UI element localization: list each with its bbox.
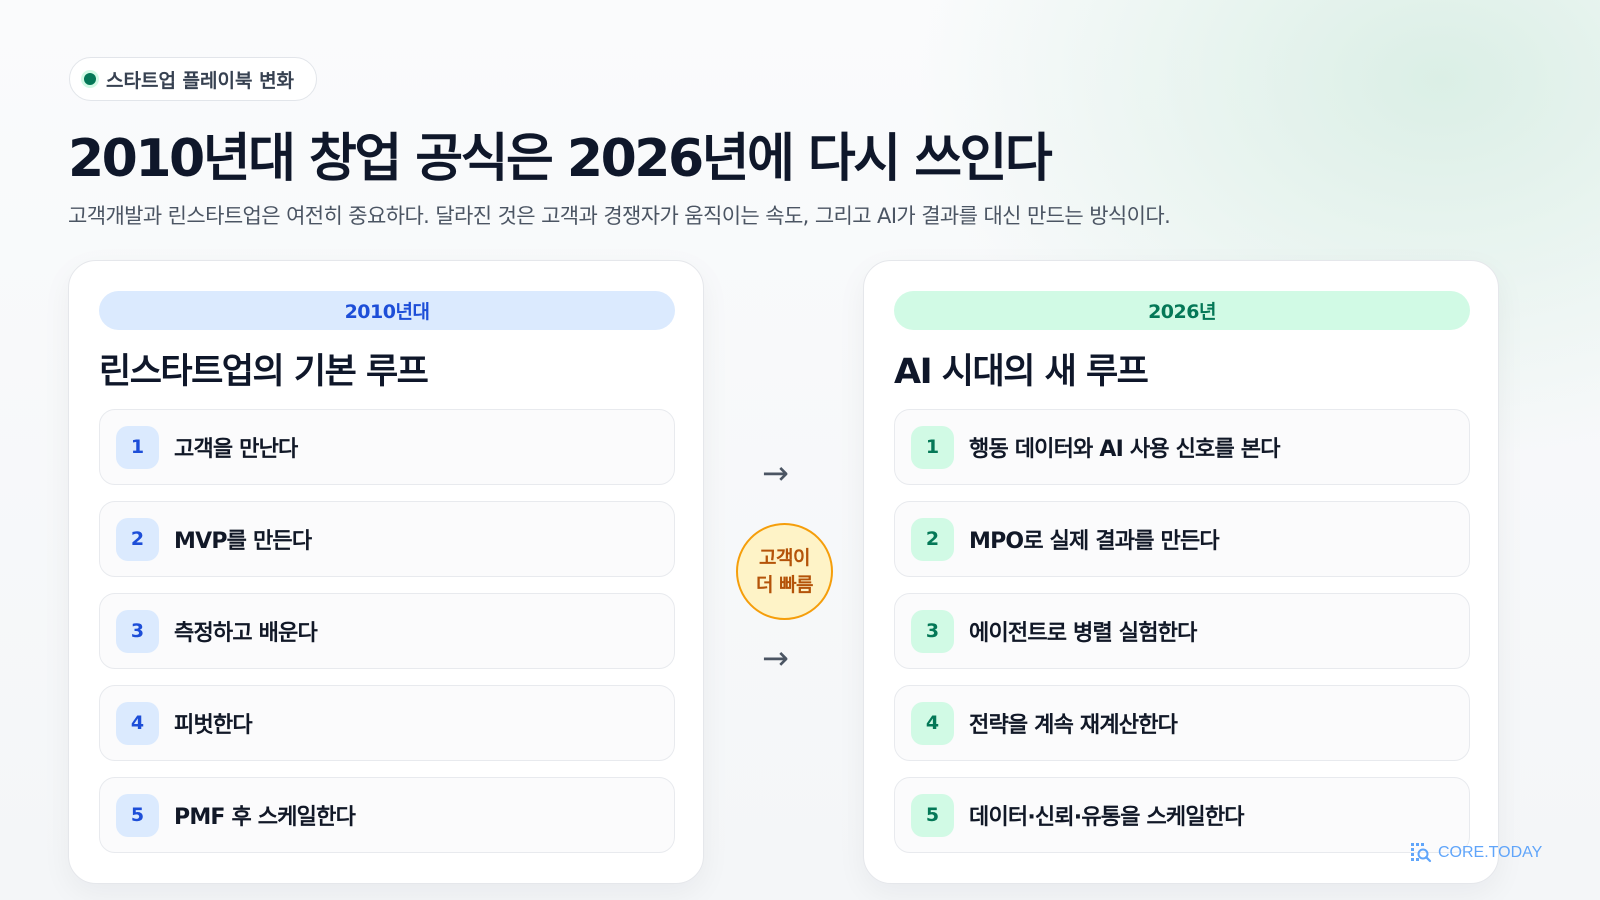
step-label: MPO로 실제 결과를 만든다	[969, 529, 1220, 554]
arrow-right-icon: →	[762, 639, 789, 677]
era-pill-2010s: 2010년대	[99, 291, 675, 330]
step-number: 5	[911, 793, 954, 837]
page-title: 2010년대 창업 공식은 2026년에 다시 쓰인다	[68, 129, 1053, 189]
page-subtitle: 고객개발과 린스타트업은 여전히 중요하다. 달라진 것은 고객과 경쟁자가 움…	[68, 204, 1171, 228]
step-number: 3	[911, 609, 954, 653]
step-item: 1 행동 데이터와 AI 사용 신호를 본다	[894, 409, 1470, 485]
card-title-ai-loop: AI 시대의 새 루프	[894, 352, 1149, 392]
category-badge: 스타트업 플레이북 변화	[69, 57, 317, 101]
step-label: 피벗한다	[174, 713, 253, 738]
step-label: MVP를 만든다	[174, 529, 312, 554]
faster-customer-circle: 고객이 더 빠름	[736, 523, 833, 620]
step-item: 2 MPO로 실제 결과를 만든다	[894, 501, 1470, 577]
grid-magnifier-icon	[1411, 843, 1432, 863]
step-item: 1 고객을 만난다	[99, 409, 675, 485]
category-badge-label: 스타트업 플레이북 변화	[106, 69, 295, 92]
step-number: 2	[116, 517, 159, 561]
era-pill-2026: 2026년	[894, 291, 1470, 330]
step-item: 5 데이터·신뢰·유통을 스케일한다	[894, 777, 1470, 853]
step-label: 행동 데이터와 AI 사용 신호를 본다	[969, 437, 1280, 462]
step-list-2010s: 1 고객을 만난다 2 MVP를 만든다 3 측정하고 배운다 4 피벗한다 5…	[99, 409, 675, 869]
step-label: 고객을 만난다	[174, 437, 298, 462]
step-number: 1	[116, 425, 159, 469]
core-today-logo: CORE.TODAY	[1410, 842, 1542, 864]
step-number: 1	[911, 425, 954, 469]
step-label: 에이전트로 병렬 실험한다	[969, 621, 1197, 646]
step-item: 2 MVP를 만든다	[99, 501, 675, 577]
step-number: 5	[116, 793, 159, 837]
step-label: 전략을 계속 재계산한다	[969, 713, 1178, 738]
card-2026: 2026년 AI 시대의 새 루프 1 행동 데이터와 AI 사용 신호를 본다…	[863, 260, 1499, 884]
step-number: 4	[116, 701, 159, 745]
status-dot-icon	[84, 73, 96, 85]
arrow-right-icon: →	[762, 454, 789, 492]
card-title-lean-startup: 린스타트업의 기본 루프	[99, 352, 429, 392]
step-list-2026: 1 행동 데이터와 AI 사용 신호를 본다 2 MPO로 실제 결과를 만든다…	[894, 409, 1470, 869]
step-label: 데이터·신뢰·유통을 스케일한다	[969, 805, 1245, 830]
step-item: 3 측정하고 배운다	[99, 593, 675, 669]
step-number: 2	[911, 517, 954, 561]
step-item: 4 전략을 계속 재계산한다	[894, 685, 1470, 761]
step-label: PMF 후 스케일한다	[174, 805, 356, 830]
card-2010s: 2010년대 린스타트업의 기본 루프 1 고객을 만난다 2 MVP를 만든다…	[68, 260, 704, 884]
step-item: 5 PMF 후 스케일한다	[99, 777, 675, 853]
step-label: 측정하고 배운다	[174, 621, 318, 646]
step-item: 3 에이전트로 병렬 실험한다	[894, 593, 1470, 669]
step-number: 4	[911, 701, 954, 745]
circle-line-2: 더 빠름	[755, 573, 814, 596]
circle-line-1: 고객이	[759, 546, 810, 569]
step-number: 3	[116, 609, 159, 653]
logo-text: CORE.TODAY	[1438, 844, 1543, 861]
step-item: 4 피벗한다	[99, 685, 675, 761]
